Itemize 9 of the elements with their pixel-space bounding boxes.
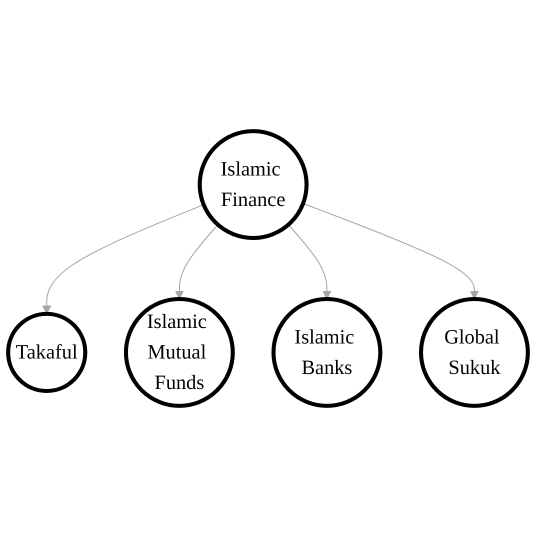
node-circle: Global Sukuk [418,296,530,408]
arrow [302,203,479,300]
arrow [288,224,332,300]
node-circle: Islamic Finance [198,129,309,240]
node-circle: Islamic Banks [271,296,382,408]
node-circle: Takaful [6,312,88,394]
arrow [174,224,218,300]
arrow [42,204,204,314]
node-circle: Islamic Mutual Funds [124,296,235,408]
